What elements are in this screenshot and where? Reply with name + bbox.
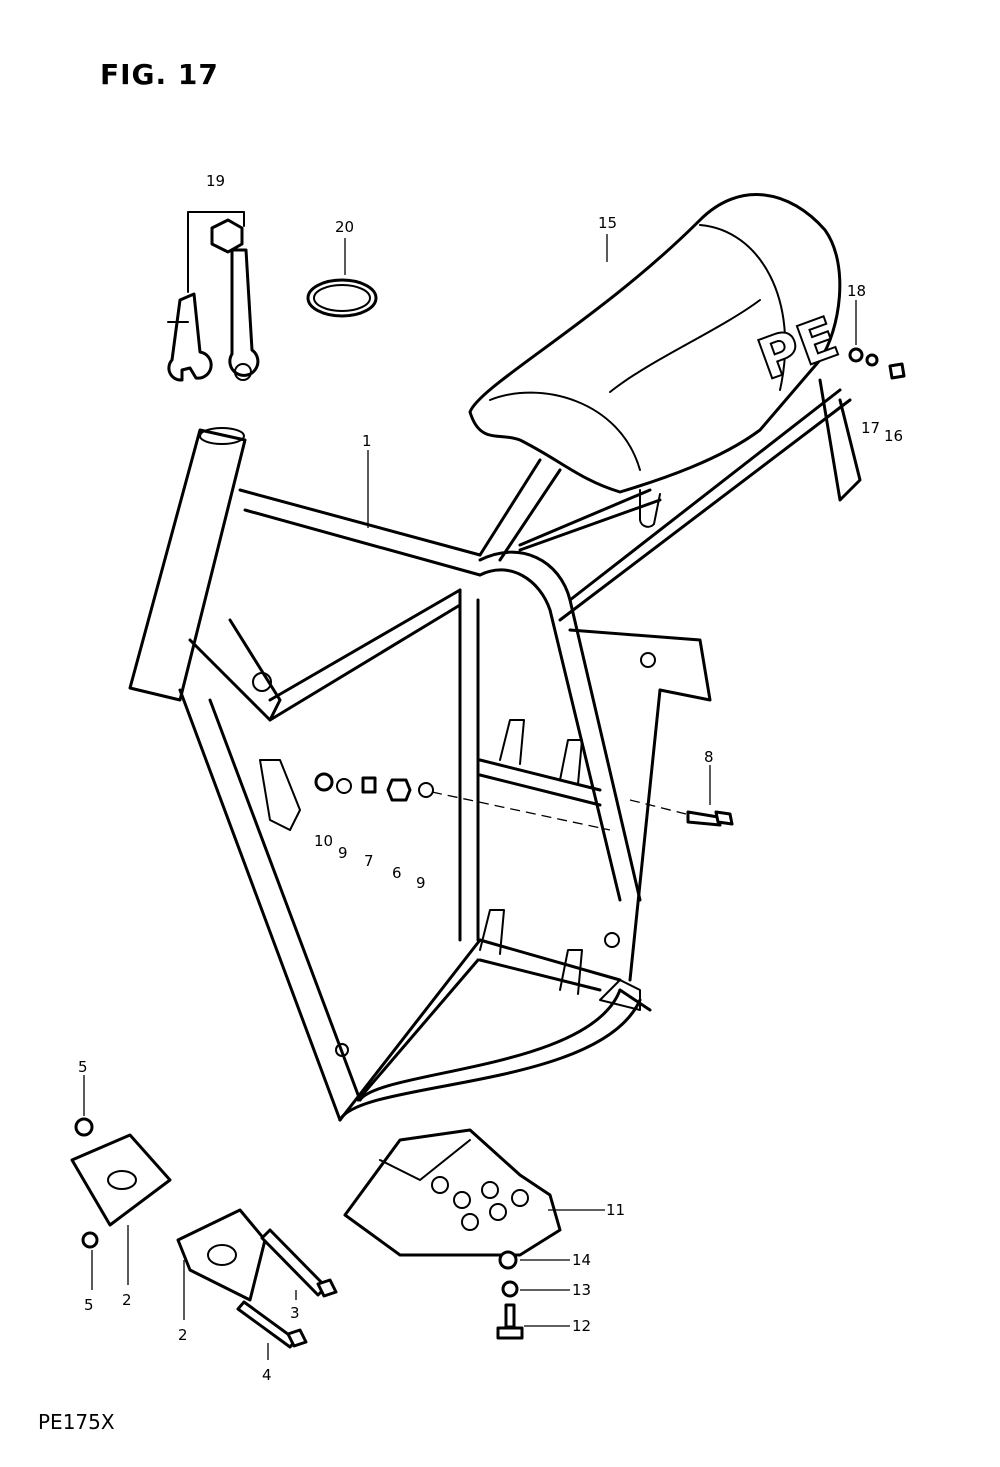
frame <box>128 378 862 1122</box>
callout-9b: 9 <box>416 874 426 892</box>
engine-mount-hardware <box>314 772 734 831</box>
callout-1: 1 <box>362 432 372 450</box>
callout-8: 8 <box>704 748 714 766</box>
figure-title: FIG. 17 <box>100 58 219 91</box>
callout-7: 7 <box>364 852 374 870</box>
callout-2a: 2 <box>122 1291 132 1309</box>
callout-17: 17 <box>861 419 880 437</box>
callout-15: 15 <box>598 214 617 232</box>
o-ring <box>306 278 378 318</box>
callout-16: 16 <box>884 427 903 445</box>
callout-6: 6 <box>392 864 402 882</box>
callout-3: 3 <box>290 1304 300 1322</box>
callout-9a: 9 <box>338 844 348 862</box>
skid-plate <box>343 1128 605 1340</box>
seat: PE <box>468 193 848 528</box>
callout-19: 19 <box>206 172 225 190</box>
engine-mount-plates <box>70 1075 338 1360</box>
tool-kit <box>167 211 260 382</box>
callout-12: 12 <box>572 1317 591 1335</box>
callout-2b: 2 <box>178 1326 188 1344</box>
callout-4: 4 <box>262 1366 272 1384</box>
callout-11: 11 <box>606 1201 625 1219</box>
callout-14: 14 <box>572 1251 591 1269</box>
callout-5b: 5 <box>84 1296 94 1314</box>
callout-10: 10 <box>314 832 333 850</box>
callout-13: 13 <box>572 1281 591 1299</box>
callout-5a: 5 <box>78 1058 88 1076</box>
callout-18: 18 <box>847 282 866 300</box>
model-label: PE175X <box>38 1410 115 1434</box>
callout-20: 20 <box>335 218 354 236</box>
